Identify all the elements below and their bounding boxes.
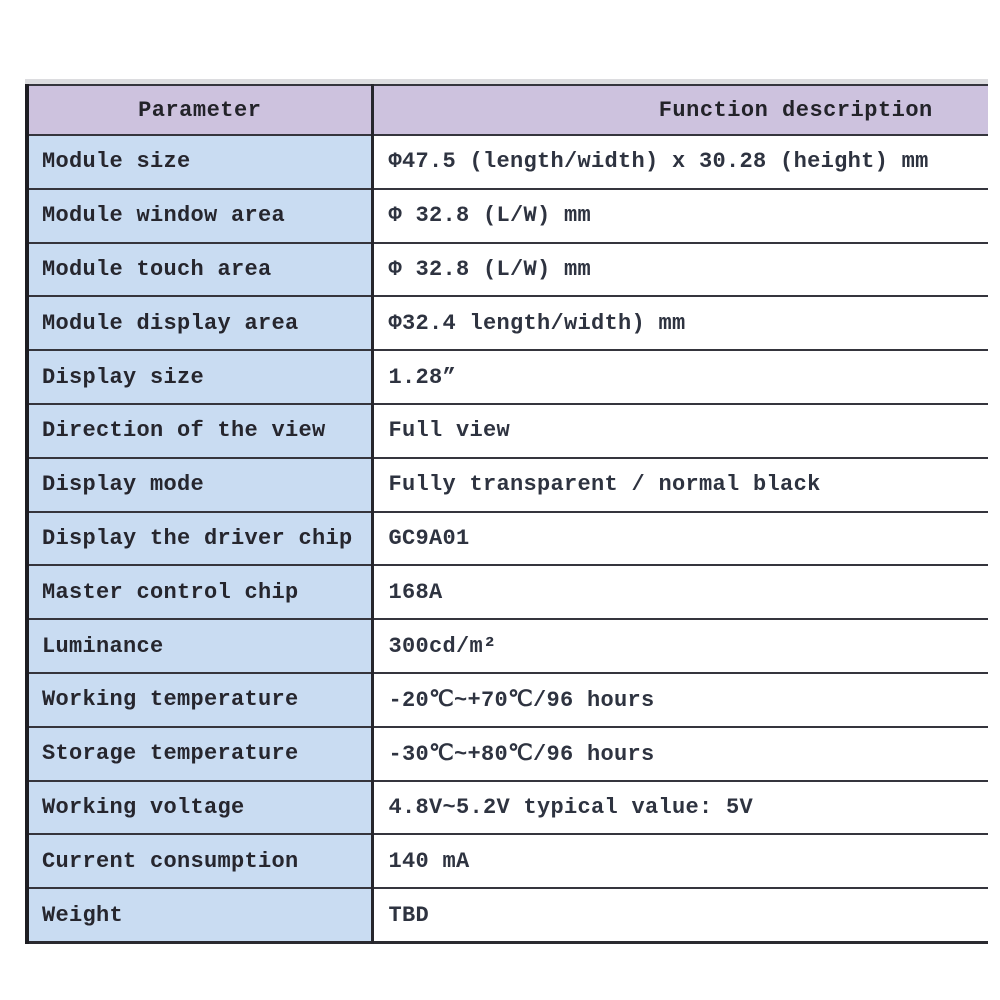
table-row: Display size 1.28” [27, 349, 988, 405]
spec-table-container: Parameter Function description Module si… [25, 79, 988, 944]
table-row: Master control chip 168A [27, 564, 988, 621]
table-row: Working temperature -20℃~+70℃/96 hours [27, 671, 988, 728]
table-top-strip [25, 79, 988, 84]
parameter-cell: Module touch area [27, 241, 374, 298]
parameter-cell: Working voltage [27, 779, 374, 836]
description-cell: 300cd/m² [372, 618, 988, 674]
parameter-cell: Module window area [27, 187, 374, 244]
table-row: Weight TBD [27, 887, 988, 944]
table-row: Module display area Φ32.4 length/width) … [27, 295, 988, 352]
description-cell: 4.8V~5.2V typical value: 5V [372, 779, 988, 836]
header-parameter: Parameter [27, 84, 374, 136]
parameter-cell: Module size [27, 134, 374, 190]
parameter-cell: Direction of the view [27, 402, 374, 459]
parameter-cell: Display mode [27, 456, 374, 513]
header-function-description: Function description [372, 84, 988, 136]
parameter-cell: Luminance [27, 618, 374, 674]
parameter-cell: Weight [27, 887, 374, 944]
parameter-cell: Storage temperature [27, 725, 374, 782]
header-row: Parameter Function description [27, 84, 988, 136]
description-cell: 168A [372, 564, 988, 621]
table-row: Working voltage 4.8V~5.2V typical value:… [27, 779, 988, 836]
parameter-cell: Current consumption [27, 833, 374, 890]
description-cell: Full view [372, 402, 988, 459]
parameter-cell: Display the driver chip [27, 510, 374, 567]
table-row: Module window area Φ 32.8 (L/W) mm [27, 187, 988, 244]
description-cell: -30℃~+80℃/96 hours [372, 725, 988, 782]
parameter-cell: Working temperature [27, 671, 374, 728]
table-row: Module touch area Φ 32.8 (L/W) mm [27, 241, 988, 298]
table-row: Current consumption 140 mA [27, 833, 988, 890]
table-row: Storage temperature -30℃~+80℃/96 hours [27, 725, 988, 782]
description-cell: 1.28” [372, 349, 988, 405]
description-cell: Φ32.4 length/width) mm [372, 295, 988, 352]
spec-table-body: Module size Φ47.5 (length/width) x 30.28… [27, 134, 988, 944]
table-row: Luminance 300cd/m² [27, 618, 988, 674]
description-cell: Fully transparent / normal black [372, 456, 988, 513]
description-cell: Φ47.5 (length/width) x 30.28 (height) mm [372, 134, 988, 190]
description-cell: Φ 32.8 (L/W) mm [372, 187, 988, 244]
table-row: Display mode Fully transparent / normal … [27, 456, 988, 513]
description-cell: TBD [372, 887, 988, 944]
parameter-cell: Module display area [27, 295, 374, 352]
parameter-cell: Display size [27, 349, 374, 405]
table-row: Module size Φ47.5 (length/width) x 30.28… [27, 134, 988, 190]
description-cell: Φ 32.8 (L/W) mm [372, 241, 988, 298]
table-row: Display the driver chip GC9A01 [27, 510, 988, 567]
parameter-cell: Master control chip [27, 564, 374, 621]
description-cell: -20℃~+70℃/96 hours [372, 671, 988, 728]
description-cell: 140 mA [372, 833, 988, 890]
spec-table-header: Parameter Function description [27, 84, 988, 136]
table-row: Direction of the view Full view [27, 402, 988, 459]
spec-table: Parameter Function description Module si… [25, 84, 988, 944]
description-cell: GC9A01 [372, 510, 988, 567]
